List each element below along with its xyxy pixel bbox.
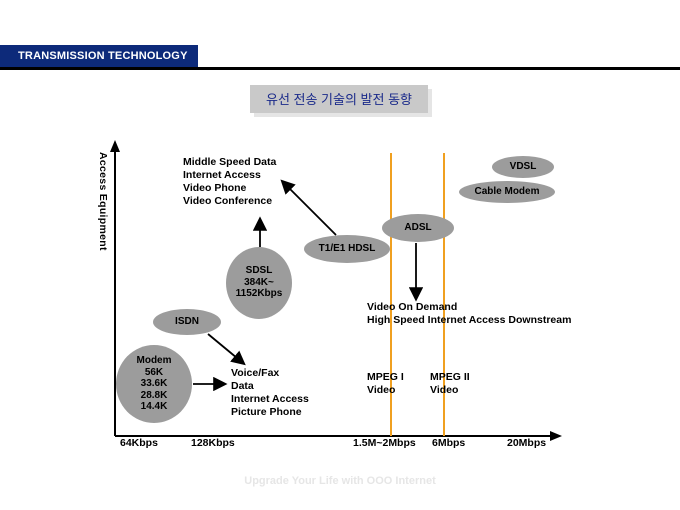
- x-tick-64kbps: 64Kbps: [120, 437, 158, 449]
- t1e1-label: T1/E1 HDSL: [318, 243, 376, 254]
- x-tick-128kbps: 128Kbps: [191, 437, 235, 449]
- vdsl-label: VDSL: [509, 161, 537, 172]
- header-tab: TRANSMISSION TECHNOLOGY: [0, 45, 198, 68]
- adsl-label: ADSL: [404, 222, 432, 233]
- x-axis-arrowhead: [550, 431, 562, 441]
- header-rule: [0, 67, 680, 70]
- x-tick-1.5m-2mbps: 1.5M~2Mbps: [353, 437, 416, 449]
- arrow-isdn-to-voice: [207, 333, 246, 366]
- cable-modem-label: Cable Modem: [474, 186, 540, 197]
- adsl-ellipse: [382, 214, 454, 242]
- isdn-label: ISDN: [175, 316, 199, 327]
- isdn-ellipse: [153, 309, 221, 335]
- t1e1-ellipse: [304, 235, 390, 263]
- y-axis-label: Access Equipment: [97, 152, 109, 251]
- cable-modem-ellipse: [459, 181, 555, 203]
- x-tick-20mbps: 20Mbps: [507, 437, 547, 449]
- footer-watermark: Upgrade Your Life with OOO Internet: [244, 475, 436, 487]
- arrow-t1e1-to-middle: [280, 179, 337, 236]
- modem-ellipse: [116, 345, 192, 423]
- sdsl-ellipse: [226, 247, 292, 319]
- x-tick-6mbps: 6Mbps: [432, 437, 466, 449]
- slide-title: 유선 전송 기술의 발전 동향: [250, 85, 428, 113]
- vdsl-ellipse: [492, 156, 554, 178]
- y-axis-arrowhead: [110, 140, 120, 152]
